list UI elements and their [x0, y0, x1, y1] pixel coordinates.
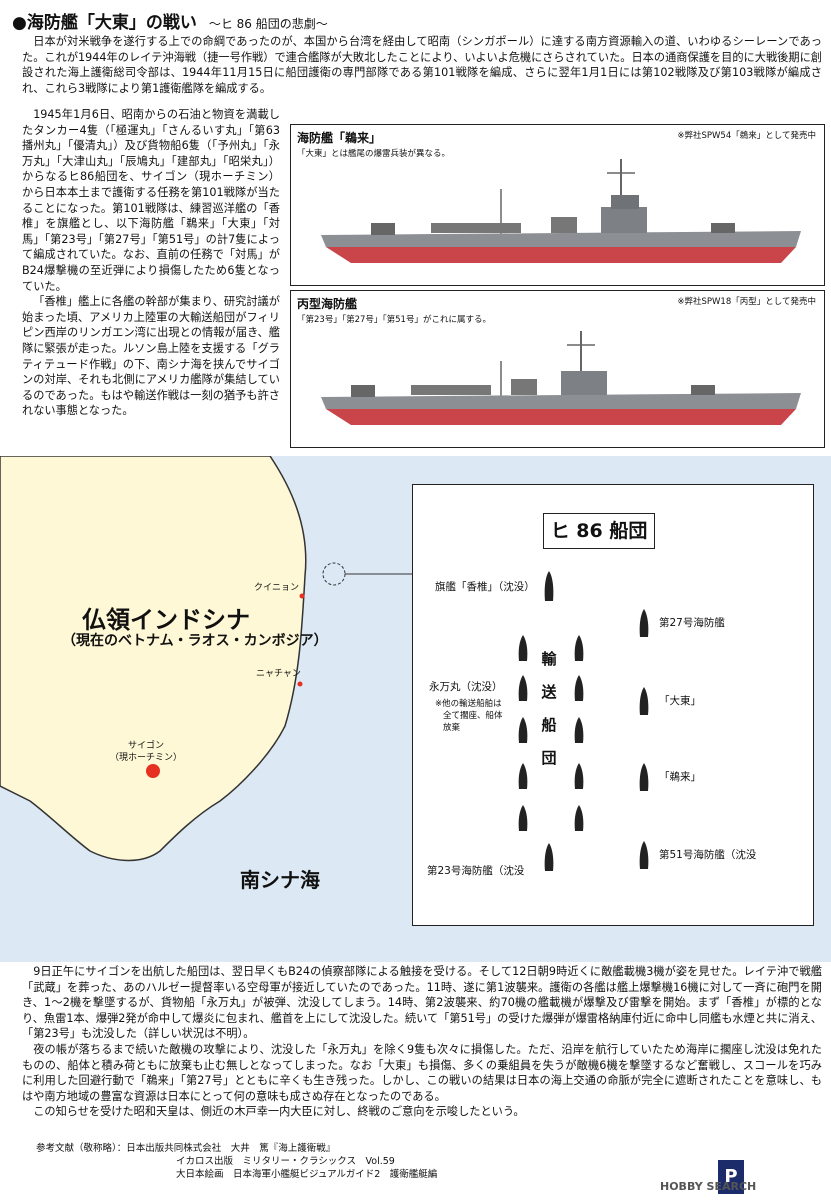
map-sea-label: 南シナ海	[240, 868, 320, 892]
ship-box-title: 海防艦「鵜来」	[297, 131, 382, 145]
city-dot-saigon	[146, 764, 160, 778]
ship-marker-27	[639, 609, 649, 637]
ship-box-subtext: 「第23号」「第27号」「第51号」がこれに属する。	[297, 315, 491, 325]
ship-marker-ukuru	[639, 763, 649, 791]
column-char: 輸	[541, 650, 557, 668]
reference-line: 大日本絵画 日本海軍小艦艇ビジュアルガイド2 護衛艦艇編	[176, 1169, 438, 1180]
ship-marker-transport	[574, 805, 584, 831]
ship-box-subtext: 「大東」とは艦尾の爆雷兵装が異なる。	[297, 149, 451, 159]
ship-profile-ukuru	[321, 159, 801, 263]
label-ship51: 第51号海防艦（沈没	[659, 849, 757, 861]
publisher-logo: P	[718, 1160, 744, 1194]
ship-profile-hei	[321, 331, 801, 425]
left-paragraph-1: 1945年1月6日、昭南からの石油と物資を満載したタンカー4隻（「極運丸」「さん…	[22, 108, 280, 293]
ship-marker-51	[639, 841, 649, 869]
label-note-3: 放棄	[443, 723, 461, 733]
ship-box-ukuru: 海防艦「鵜来」 ※弊社SPW54「鵜来」として発売中 「大東」とは艦尾の爆雷兵装…	[290, 124, 825, 286]
page-subtitle: 〜ヒ 86 船団の悲劇〜	[208, 17, 328, 31]
convoy-column-label: 輸 送 船 団	[539, 643, 559, 775]
ship-marker-flagship	[544, 571, 554, 601]
city-dot-nhatrang	[297, 681, 303, 687]
intro-paragraph: 日本が対米戦争を遂行する上での命綱であったのが、本国から台湾を経由して昭南（シン…	[22, 35, 822, 95]
city-dot-quinhon	[299, 593, 305, 599]
ship-marker-transport	[518, 635, 528, 661]
watermark: HOBBY SEARCH	[660, 1180, 757, 1193]
ship-marker-transport	[574, 675, 584, 701]
reference-line: 参考文献（敬称略）：日本出版共同株式会社 大井 篤『海上護衛戦』	[36, 1143, 336, 1154]
map-city-nhatrang: ニャチャン	[256, 669, 301, 679]
ship-marker-transport	[574, 763, 584, 789]
bottom-text: 9日正午にサイゴンを出航した船団は、翌日早くもB24の偵察部隊による触接を受ける…	[22, 964, 822, 1120]
bottom-paragraph-1: 9日正午にサイゴンを出航した船団は、翌日早くもB24の偵察部隊による触接を受ける…	[22, 965, 822, 1041]
ship-box-hei: 丙型海防艦 ※弊社SPW18「丙型」として発売中 「第23号」「第27号」「第5…	[290, 290, 825, 448]
references: 参考文献（敬称略）：日本出版共同株式会社 大井 篤『海上護衛戦』 イカロス出版 …	[36, 1142, 437, 1181]
convoy-ship-markers	[518, 571, 649, 871]
ship-box-title: 丙型海防艦	[297, 297, 358, 311]
ship-marker-23	[544, 843, 554, 871]
ship-box-note: ※弊社SPW18「丙型」として発売中	[677, 297, 816, 307]
left-column: 1945年1月6日、昭南からの石油と物資を満載したタンカー4隻（「極運丸」「さん…	[22, 107, 280, 419]
bottom-paragraph-2: 夜の帳が落ちるまで続いた敵機の攻撃により、沈没した「永万丸」を除く9隻も次々に損…	[22, 1042, 822, 1103]
left-paragraph-2: 「香椎」艦上に各艦の幹部が集まり、研究討議が始まった頃、アメリカ上陸軍の大輸送船…	[22, 295, 280, 418]
ship-marker-daito	[639, 687, 649, 715]
label-note-2: 全て擱座、船体	[443, 711, 503, 721]
ship-marker-transport	[574, 717, 584, 743]
label-daito: 「大東」	[659, 695, 701, 707]
ship-marker-transport	[574, 635, 584, 661]
ship-box-note: ※弊社SPW54「鵜来」として発売中	[677, 131, 816, 141]
label-ship23: 第23号海防艦（沈没	[427, 865, 525, 877]
map-region-sublabel: （現在のベトナム・ラオス・カンボジア）	[62, 633, 328, 649]
ship-marker-transport	[518, 717, 528, 743]
convoy-title: ヒ 86 船団	[543, 513, 655, 549]
map-city-saigon-sub: （現ホーチミン）	[110, 753, 183, 763]
label-note-1: ※他の輸送船舶は	[435, 699, 502, 709]
map-city-saigon: サイゴン	[128, 741, 165, 751]
ship-marker-transport	[518, 805, 528, 831]
column-char: 団	[541, 749, 557, 767]
label-eiman: 永万丸（沈没）	[429, 681, 503, 693]
reference-line: イカロス出版 ミリタリー・クラシックス Vol.59	[176, 1156, 395, 1167]
ship-marker-transport	[518, 675, 528, 701]
column-char: 送	[541, 683, 557, 701]
convoy-diagram: ヒ 86 船団 旗艦「香椎」（沈没） 第27号海防艦 永万丸（沈没） ※他の輸送…	[412, 484, 814, 926]
label-ship27: 第27号海防艦	[659, 617, 725, 629]
map-city-quinhon: クイニョン	[254, 583, 300, 593]
label-ukuru: 「鵜来」	[659, 771, 701, 783]
ship-marker-transport	[518, 763, 528, 789]
label-flagship: 旗艦「香椎」（沈没）	[435, 581, 535, 593]
map-region-label: 仏領インドシナ	[82, 606, 250, 634]
bottom-paragraph-3: この知らせを受けた昭和天皇は、側近の木戸幸一内大臣に対し、終戦のご意向を示唆した…	[33, 1105, 525, 1119]
column-char: 船	[541, 716, 557, 734]
page-title: ●海防艦「大東」の戦い〜ヒ 86 船団の悲劇〜	[12, 13, 328, 33]
